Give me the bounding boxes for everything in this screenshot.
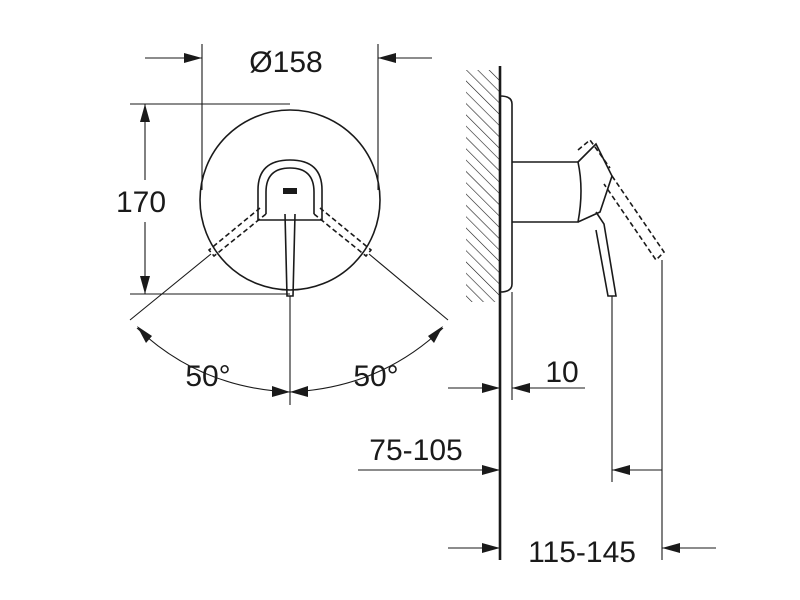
temperature-indicator	[283, 188, 297, 194]
lever-side	[595, 211, 617, 297]
valve-body	[512, 161, 582, 223]
lever-rotated-right	[313, 207, 373, 258]
wall-depth-arrow-right	[612, 465, 630, 475]
plate-arrow-left	[482, 383, 500, 393]
wall-hatch	[466, 70, 500, 302]
overall-depth-arrow-left	[482, 543, 500, 553]
diameter-label: Ø158	[249, 46, 322, 79]
diameter-arrow-left	[184, 53, 202, 63]
wall-depth-arrow	[482, 465, 500, 475]
front-view: Ø158 170 50° 50°	[116, 44, 449, 405]
overall-depth-arrow-right	[662, 543, 680, 553]
lever-rotated-left	[207, 207, 267, 258]
rosette-outline	[199, 109, 381, 291]
angle-label-left: 50°	[185, 360, 230, 393]
height-arrow-top	[140, 104, 150, 122]
angle-arrow-left-outer	[137, 326, 152, 343]
side-view: 10 75-105 115-145	[358, 66, 716, 569]
angle-arrow-right-center	[290, 386, 308, 397]
angle-arrow-left-center	[272, 386, 290, 397]
angle-label-right: 50°	[353, 360, 398, 393]
handle-cap-outer	[257, 159, 323, 220]
height-arrow-bottom	[140, 276, 150, 294]
diameter-arrow-right	[378, 53, 396, 63]
angle-arrow-right-outer	[428, 326, 443, 343]
plate-offset-label: 10	[545, 356, 578, 389]
lever-handle	[284, 213, 296, 297]
rosette-plate	[499, 95, 513, 293]
angle-ext-left	[129, 253, 212, 321]
height-label: 170	[116, 186, 166, 219]
angle-ext-right	[368, 253, 449, 321]
handle-cap-inner	[265, 167, 315, 214]
overall-depth-label: 115-145	[528, 536, 636, 569]
wall-depth-label: 75-105	[369, 434, 462, 467]
angle-arc-left	[136, 327, 291, 393]
lever-side-rotated	[603, 175, 666, 262]
handle-cap-side	[577, 142, 613, 223]
angle-arc-right	[289, 327, 444, 393]
plate-arrow-right	[512, 383, 530, 393]
